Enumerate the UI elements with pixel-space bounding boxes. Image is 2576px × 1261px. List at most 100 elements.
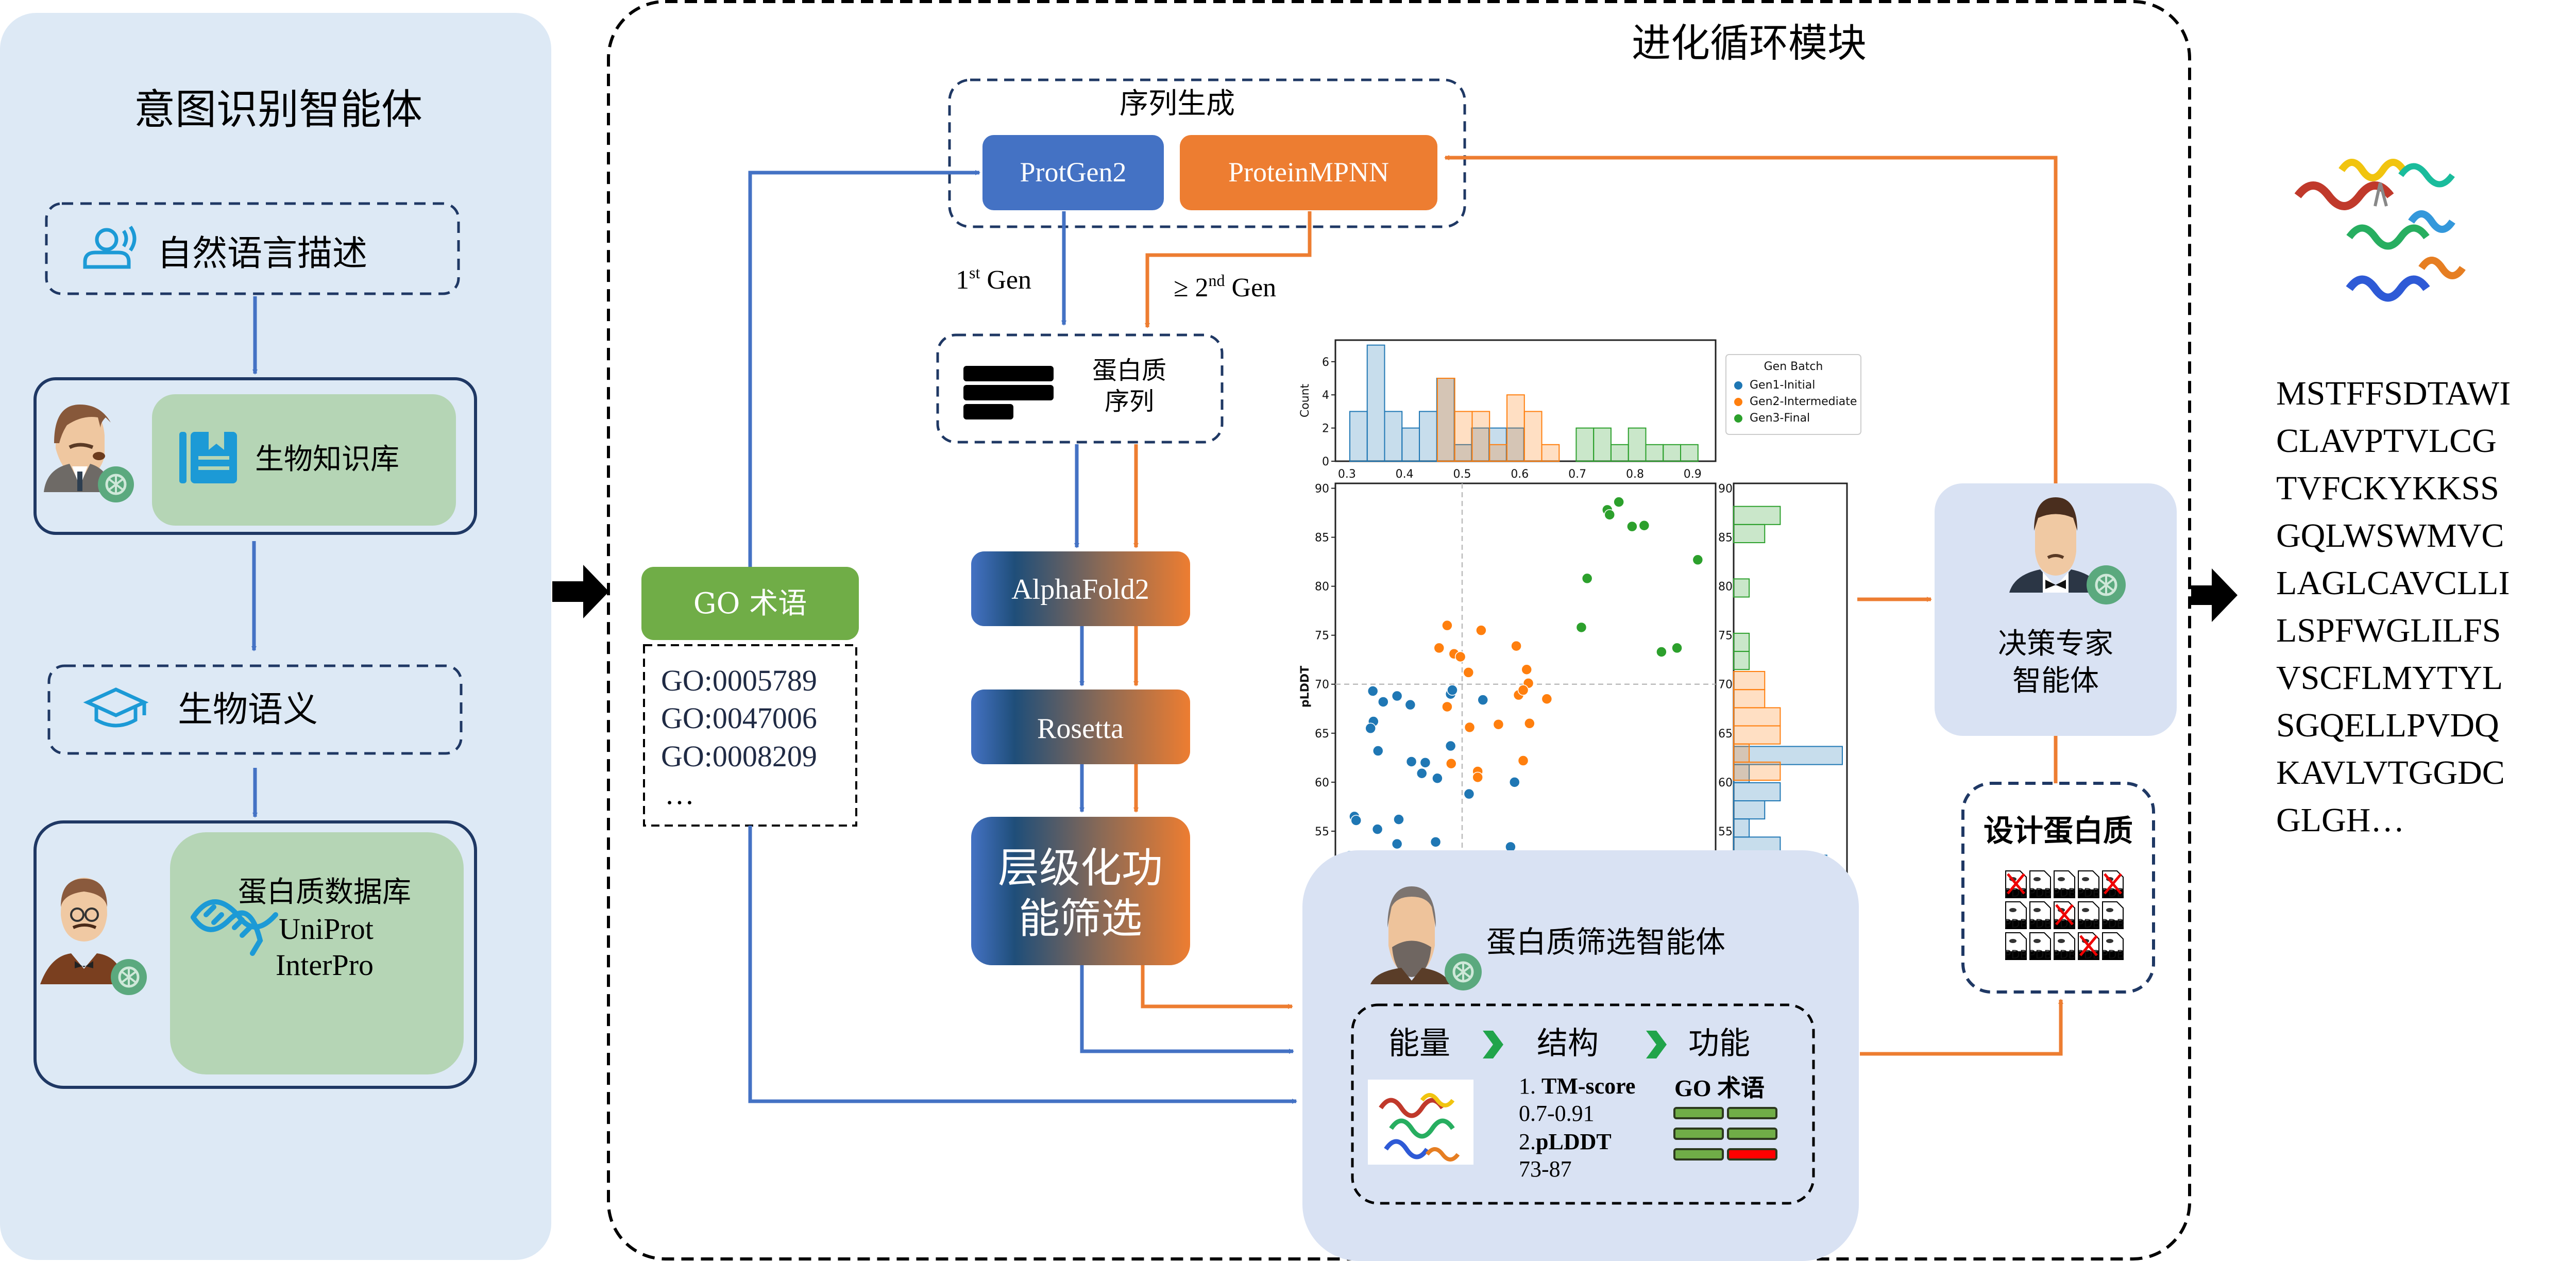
pdb-file-icon: PDB xyxy=(2028,932,2052,962)
y-tick-label: 85 xyxy=(1718,532,1733,545)
protein-sequence-box: 蛋白质 序列 xyxy=(936,333,1224,444)
histogram-bar xyxy=(1733,743,1750,763)
go-term-item: GO:0047006 xyxy=(661,701,817,735)
histogram-bar xyxy=(1454,411,1473,462)
evolution-module: 进化循环模块 序列生成 ProtGen2 ProteinMPNN 1st Gen… xyxy=(607,0,2191,1261)
pdb-file-icon: PDB xyxy=(2028,870,2052,900)
file-label-band xyxy=(2054,889,2075,898)
rejected-x-icon xyxy=(2055,904,2074,926)
semantics-box: 生物语义 xyxy=(47,664,463,755)
arrow-filter-agent-to-designed xyxy=(1860,999,2063,1056)
pdb-file-icon: PDB xyxy=(2004,932,2028,962)
file-label-band xyxy=(2103,920,2123,929)
y-tick-label: 2 xyxy=(1322,423,1329,435)
x-tick-label: 0.8 xyxy=(1626,468,1644,481)
go-term-items: GO:0005789 GO:0047006 GO:0008209 … xyxy=(661,664,817,811)
x-tick-label: 0.6 xyxy=(1511,468,1529,481)
pdb-file-icon: PDB xyxy=(2077,870,2100,900)
criterion-2-heading: 2.pLDDT xyxy=(1519,1129,1612,1154)
knowledge-base-label: 生物知识库 xyxy=(255,443,399,476)
y-tick-label: 85 xyxy=(1315,532,1329,545)
right-histogram-axes xyxy=(1733,482,1848,891)
tm-plddt-joint-plot: 0.30.40.50.60.70.80.9505560657075808590T… xyxy=(1299,339,1861,925)
data-point xyxy=(1446,758,1457,769)
histogram-bar xyxy=(1733,800,1766,820)
criterion-1-range: 0.7-0.91 xyxy=(1519,1101,1595,1126)
data-point xyxy=(1464,721,1476,733)
y-tick-label: 75 xyxy=(1718,630,1733,643)
data-point xyxy=(1692,554,1704,566)
sequence-line: MSTFFSDTAWI xyxy=(2276,375,2511,412)
file-label-band xyxy=(2054,951,2075,960)
data-point xyxy=(1404,699,1416,711)
histogram-bar xyxy=(1610,444,1629,462)
histogram-bar xyxy=(1349,411,1368,462)
y-tick-label: 60 xyxy=(1718,777,1733,789)
y-tick-label: 55 xyxy=(1315,826,1329,838)
natural-language-label: 自然语言描述 xyxy=(157,233,367,274)
file-label: PDB xyxy=(2077,918,2100,931)
pdb-file-icon: PDB xyxy=(2101,932,2125,962)
legend-title: Gen Batch xyxy=(1764,360,1823,373)
data-point xyxy=(1391,690,1403,702)
y-tick-label: 90 xyxy=(1315,483,1329,496)
data-point xyxy=(1626,520,1638,532)
protein-structure-thumbnail xyxy=(1368,1080,1473,1165)
file-label-band xyxy=(2078,889,2099,898)
file-label-band xyxy=(2006,920,2026,929)
file-label: PDB xyxy=(2004,949,2027,962)
pdb-file-icon: PDB xyxy=(2077,901,2100,931)
alphafold2-step[interactable] xyxy=(971,551,1190,626)
y-tick-label: 70 xyxy=(1718,679,1733,692)
filter-agent-title: 蛋白质筛选智能体 xyxy=(1486,924,1725,960)
sequence-lines-icon xyxy=(963,366,1054,419)
database-agent-box: 蛋白质数据库 UniProt InterPro xyxy=(33,820,477,1089)
y-tick-label: 75 xyxy=(1315,630,1329,643)
database-glyph xyxy=(2082,877,2089,881)
sequence-line: GLGH… xyxy=(2276,801,2404,839)
pdb-file-icon: PDB xyxy=(2101,870,2125,900)
hierarchical-filter-line2: 能筛选 xyxy=(1019,895,1142,943)
file-label-band xyxy=(2030,920,2050,929)
x-tick-label: 0.5 xyxy=(1453,468,1471,481)
proteinmpnn-button[interactable] xyxy=(1180,135,1437,210)
legend-entry: Gen2-Intermediate xyxy=(1750,395,1857,408)
go-term-item: GO:0005789 xyxy=(661,664,817,697)
data-point xyxy=(1517,684,1529,696)
go-terms-header[interactable] xyxy=(641,567,859,640)
file-label: PDB xyxy=(2101,949,2124,962)
protein-database-label: 蛋白质数据库 xyxy=(238,876,411,909)
pdb-file-icon: PDB xyxy=(2053,901,2076,931)
histogram-bar xyxy=(1419,411,1437,462)
proteinmpnn-label: ProteinMPNN xyxy=(1228,157,1389,188)
y-tick-label: 80 xyxy=(1315,581,1329,594)
legend-marker xyxy=(1734,381,1742,390)
database-glyph xyxy=(2106,908,2113,912)
data-point xyxy=(1442,619,1453,631)
rosetta-step[interactable] xyxy=(971,690,1190,764)
file-label-band xyxy=(2103,951,2123,960)
top-histogram-ylabel: Count xyxy=(1299,383,1312,417)
source-uniprot: UniProt xyxy=(279,912,374,946)
histogram-bar xyxy=(1733,524,1766,544)
gen1-label: 1st Gen xyxy=(956,263,1031,295)
data-point xyxy=(1524,718,1535,729)
intent-recognition-panel: 意图识别智能体 自然语言描述 xyxy=(0,13,551,1260)
y-tick-label: 6 xyxy=(1322,356,1329,369)
data-point xyxy=(1430,836,1442,848)
data-point xyxy=(1493,718,1504,730)
data-point xyxy=(1541,693,1553,705)
pdb-file-icon: PDB xyxy=(2077,932,2100,962)
data-point xyxy=(1419,757,1431,768)
y-tick-label: 90 xyxy=(1718,483,1733,496)
data-point xyxy=(1463,788,1475,800)
histogram-bar xyxy=(1733,689,1766,709)
go-check-bar-pass xyxy=(1673,1148,1724,1161)
protein-sequence-line1: 蛋白质 xyxy=(1092,356,1166,385)
database-glyph xyxy=(2082,908,2089,912)
data-point xyxy=(1365,722,1376,734)
histogram-bar xyxy=(1489,444,1507,462)
arrow-decision-to-proteinmpnn xyxy=(1444,155,2058,483)
hierarchical-filter-step[interactable] xyxy=(971,817,1190,965)
protgen2-button[interactable] xyxy=(982,135,1164,210)
